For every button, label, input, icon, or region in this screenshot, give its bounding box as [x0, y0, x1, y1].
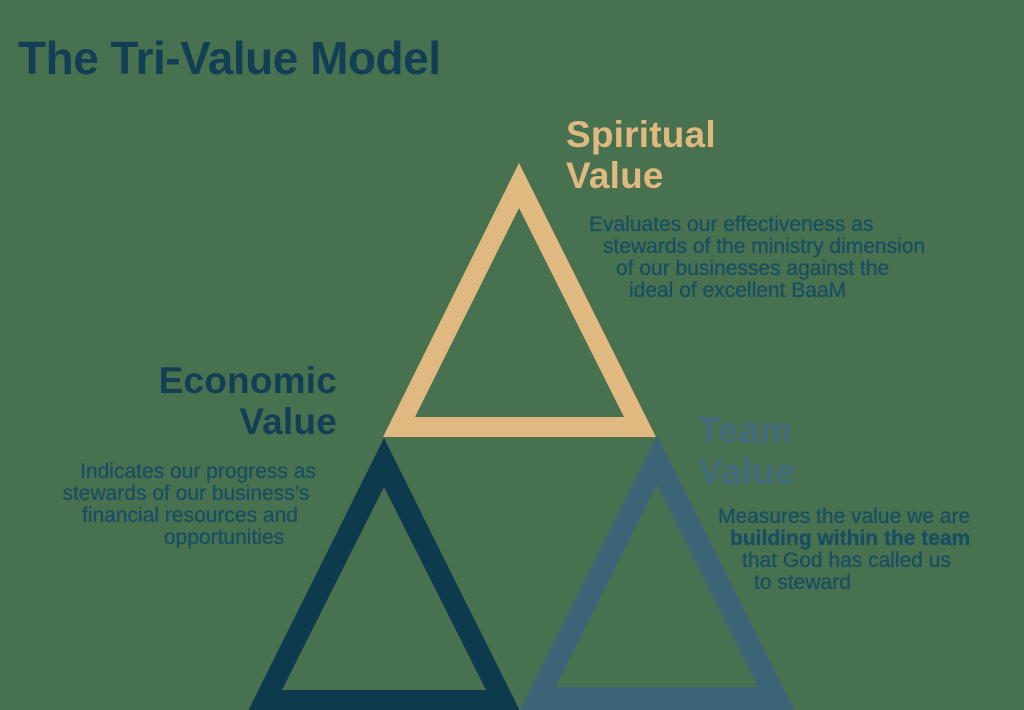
economic-heading-line1: Economic — [158, 360, 337, 401]
economic-heading-line2: Value — [239, 401, 337, 442]
spiritual-desc-line: of our businesses against the — [616, 257, 890, 280]
team-heading-line2: Value — [698, 451, 796, 492]
team-heading-line1: Team — [698, 410, 793, 451]
team-desc-line: that God has called us — [742, 549, 951, 572]
team-desc-line-bold: building within the team — [730, 527, 971, 550]
economic-desc-line: financial resources and — [82, 504, 298, 527]
team-value-description: Measures the value we are building withi… — [718, 506, 970, 594]
spiritual-triangle-outline — [383, 163, 656, 437]
spiritual-value-heading: Spiritual Value — [566, 114, 716, 196]
team-desc-line: Measures the value we are — [718, 505, 971, 528]
economic-desc-line: Indicates our progress as — [80, 460, 316, 483]
spiritual-desc-line: Evaluates our effectiveness as — [589, 213, 874, 236]
spiritual-desc-line: ideal of excellent BaaM — [629, 279, 847, 302]
economic-value-description: Indicates our progress as stewards of ou… — [40, 461, 340, 549]
team-value-heading: Team Value — [698, 410, 796, 492]
economic-triangle-outline — [248, 438, 520, 710]
spiritual-heading-line2: Value — [566, 155, 664, 196]
page-title: The Tri-Value Model — [18, 31, 441, 84]
economic-desc-line: stewards of our business’s — [62, 482, 310, 505]
team-desc-line: to steward — [754, 571, 851, 594]
spiritual-desc-line: stewards of the ministry dimension — [603, 235, 926, 258]
spiritual-value-description: Evaluates our effectiveness as stewards … — [589, 213, 925, 302]
economic-desc-line: opportunities — [163, 526, 285, 549]
spiritual-heading-line1: Spiritual — [566, 114, 716, 155]
team-triangle-outline — [519, 435, 795, 710]
economic-value-heading: Economic Value — [107, 360, 337, 442]
